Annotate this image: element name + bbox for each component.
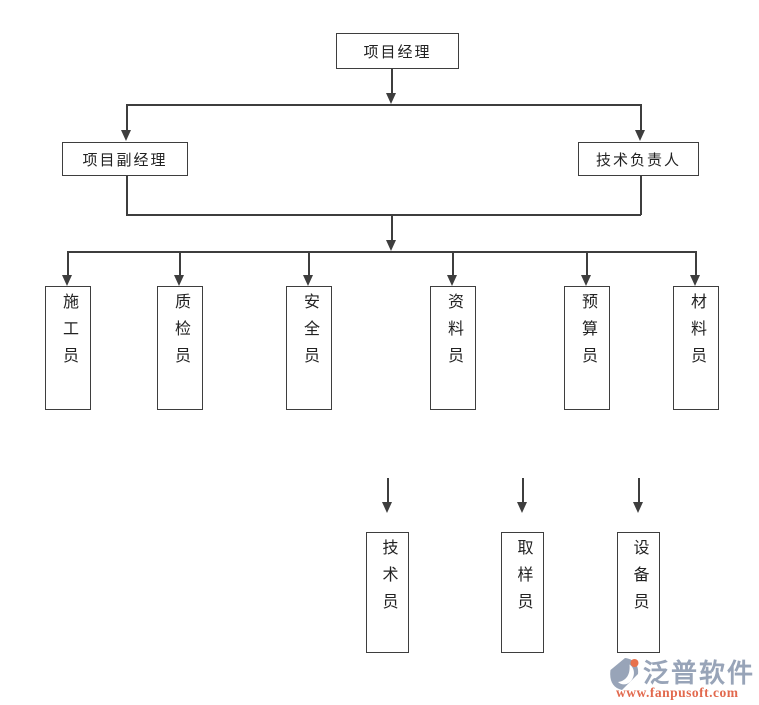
node-quality-inspector: 质检员 xyxy=(157,286,203,410)
connector-drop-3 xyxy=(308,251,310,276)
node-quality-inspector-label: 质检员 xyxy=(172,293,189,374)
node-equipment-officer-label: 设备员 xyxy=(630,539,648,620)
node-budget-officer-label: 预算员 xyxy=(579,293,596,374)
node-technician-label: 技术员 xyxy=(379,539,397,620)
arrowhead-root-down xyxy=(386,93,396,104)
connector-merge-horizontal xyxy=(126,214,641,216)
connector-level2-horizontal xyxy=(127,104,641,106)
node-document-clerk: 资料员 xyxy=(430,286,476,410)
connector-techlead-down xyxy=(640,176,642,215)
arrowhead-drop-1 xyxy=(62,275,72,286)
fanpu-logo-icon xyxy=(609,657,642,696)
node-project-manager-label: 项目经理 xyxy=(363,44,432,61)
connector-deputy-down xyxy=(126,176,128,215)
watermark-brand: 泛普软件 xyxy=(643,659,756,688)
node-technical-director: 技术负责人 xyxy=(578,142,699,176)
node-document-clerk-label: 资料员 xyxy=(445,293,462,374)
arrowhead-drop-4 xyxy=(447,275,457,286)
node-safety-officer-label: 安全员 xyxy=(301,293,318,374)
node-technical-director-label: 技术负责人 xyxy=(595,152,681,169)
node-deputy-project-manager-label: 项目副经理 xyxy=(82,152,168,169)
node-safety-officer: 安全员 xyxy=(286,286,332,410)
connector-drop-6 xyxy=(695,251,697,276)
connector-drop-1 xyxy=(67,251,69,276)
node-sampler: 取样员 xyxy=(501,532,544,653)
connector-float-2 xyxy=(522,478,524,503)
node-technician: 技术员 xyxy=(366,532,409,653)
connector-drop-5 xyxy=(586,251,588,276)
connector-float-3 xyxy=(638,478,640,503)
node-equipment-officer: 设备员 xyxy=(617,532,660,653)
node-budget-officer: 预算员 xyxy=(564,286,610,410)
connector-drop-4 xyxy=(452,251,454,276)
connector-center-drop xyxy=(391,214,393,241)
node-sampler-label: 取样员 xyxy=(514,539,532,620)
node-construction-worker-label: 施工员 xyxy=(60,293,77,374)
watermark-url: www.fanpusoft.com xyxy=(616,685,739,700)
connector-techlead-drop xyxy=(640,104,642,131)
connector-float-1 xyxy=(387,478,389,503)
arrowhead-deputy xyxy=(121,130,131,141)
node-deputy-project-manager: 项目副经理 xyxy=(62,142,188,176)
arrowhead-center-drop xyxy=(386,240,396,251)
connector-deputy-drop xyxy=(126,104,128,131)
arrowhead-float-1 xyxy=(382,502,392,513)
connector-level3-horizontal xyxy=(68,251,697,253)
node-materials-officer-label: 材料员 xyxy=(688,293,705,374)
arrowhead-drop-6 xyxy=(690,275,700,286)
arrowhead-float-2 xyxy=(517,502,527,513)
connector-drop-2 xyxy=(179,251,181,276)
node-materials-officer: 材料员 xyxy=(673,286,719,410)
connector-root-down xyxy=(391,69,393,95)
arrowhead-float-3 xyxy=(633,502,643,513)
arrowhead-drop-3 xyxy=(303,275,313,286)
node-construction-worker: 施工员 xyxy=(45,286,91,410)
node-project-manager: 项目经理 xyxy=(336,33,459,69)
arrowhead-drop-2 xyxy=(174,275,184,286)
arrowhead-drop-5 xyxy=(581,275,591,286)
arrowhead-techlead xyxy=(635,130,645,141)
